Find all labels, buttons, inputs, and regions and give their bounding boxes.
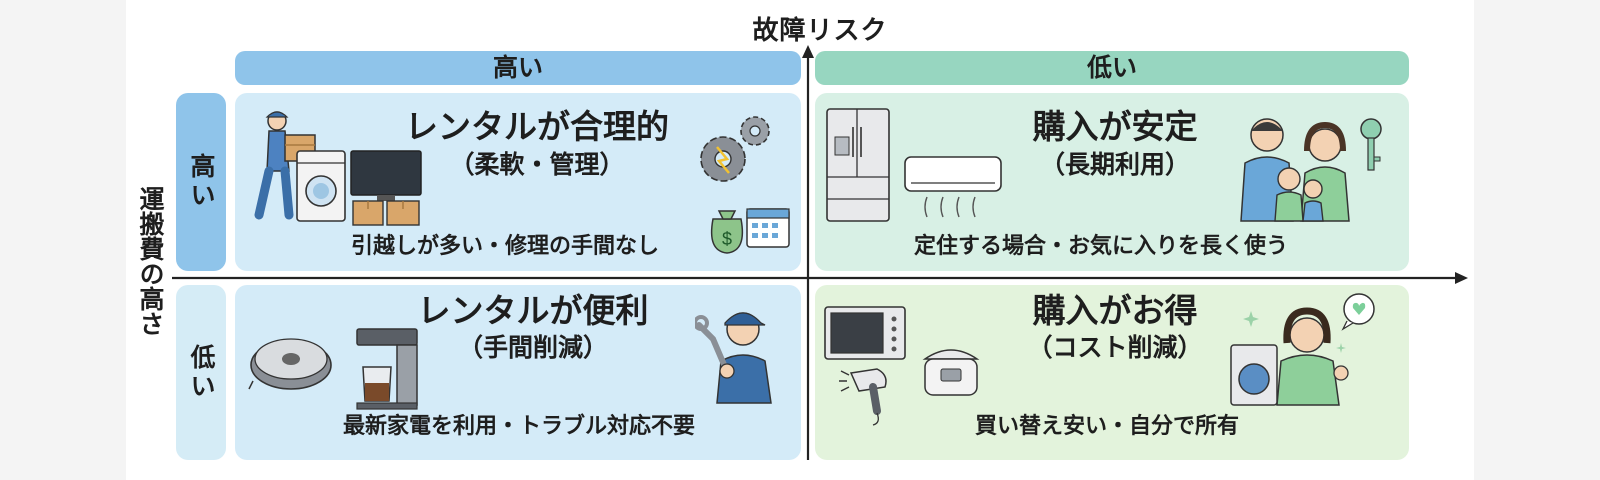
vertical-axis-arrow (802, 45, 814, 58)
microwave-icon (824, 306, 906, 360)
tv-icon (350, 150, 422, 226)
quadrant-description: 引越しが多い・修理の手間なし (350, 234, 659, 259)
row-header-high: 高い (176, 93, 226, 271)
quadrant-top-left: レンタルが合理的 （柔軟・管理） 引越しが多い・修理の手間なし $ (235, 93, 801, 271)
quadrant-subtitle: （手間削減） (457, 333, 608, 362)
quadrant-title: レンタルが便利 (417, 291, 649, 330)
repair-technician-icon (695, 312, 772, 404)
gears-icon (700, 116, 770, 182)
horizontal-axis-arrow (1455, 272, 1468, 284)
axis-title: 故障リスク (752, 16, 888, 46)
hair-dryer-icon (839, 368, 887, 426)
row-header-low: 低い (176, 285, 226, 460)
coffee-maker-icon (356, 328, 418, 410)
washing-machine-icon (296, 150, 346, 222)
refrigerator-icon (826, 108, 890, 222)
quadrant-subtitle: （柔軟・管理） (449, 150, 625, 179)
quadrant-description: 定住する場合・お気に入りを長く使う (913, 234, 1288, 259)
quadrant-title: 購入がお得 (1032, 291, 1198, 330)
quadrant-title: レンタルが合理的 (405, 107, 669, 146)
quadrant-top-right: 購入が安定 （長期利用） 定住する場合・お気に入りを長く使う (815, 93, 1409, 271)
quadrant-subtitle: （長期利用） (1039, 150, 1190, 179)
air-conditioner-icon (904, 156, 1002, 218)
side-axis-title: 運搬費の高さ (136, 186, 165, 336)
money-bag-icon: $ (710, 208, 790, 254)
family-icon (1240, 118, 1382, 222)
robot-vacuum-icon (248, 338, 332, 390)
delivery-worker-icon (254, 111, 316, 220)
quadrant-bottom-left: レンタルが便利 （手間削減） 最新家電を利用・トラブル対応不要 (235, 285, 801, 460)
quadrant-bottom-right: 購入がお得 （コスト削減） 買い替え安い・自分で所有 (815, 285, 1409, 460)
column-header-high: 高い (235, 51, 801, 85)
happy-woman-icon (1230, 293, 1375, 406)
quadrant-description: 最新家電を利用・トラブル対応不要 (342, 414, 695, 439)
row-header-low-label: 低い (187, 343, 216, 402)
column-header-low: 低い (815, 51, 1409, 85)
quadrant-subtitle: （コスト削減） (1027, 333, 1203, 362)
row-header-high-label: 高い (187, 153, 216, 211)
heart-bubble-icon (1341, 293, 1375, 331)
quadrant-description: 買い替え安い・自分で所有 (974, 414, 1239, 439)
quadrant-title: 購入が安定 (1032, 107, 1198, 146)
rice-cooker-icon (922, 349, 980, 396)
svg-text:$: $ (722, 229, 732, 249)
key-icon (1360, 118, 1382, 171)
